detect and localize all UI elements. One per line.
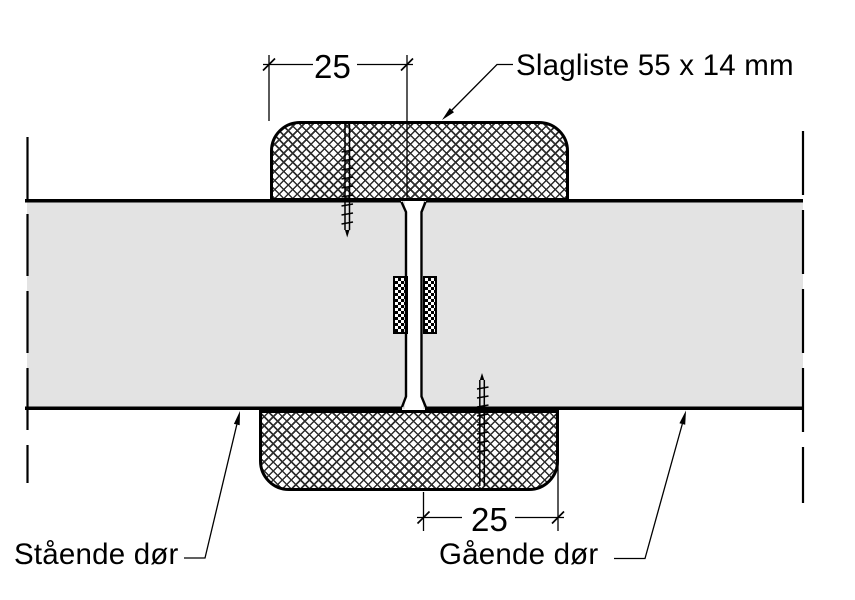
dimension-value-top: 25: [314, 48, 352, 85]
leader-slagliste: [442, 63, 513, 120]
leader-active-door: [614, 410, 686, 560]
slagliste-strip-bottom: [259, 410, 559, 491]
standing-door-leaf: [27, 200, 405, 409]
dimension-tick: [400, 57, 414, 72]
dimension-tick: [551, 510, 565, 525]
leader-standing-door: [184, 411, 240, 559]
standing-door-label: Stående dør: [14, 538, 179, 571]
leader-arrowhead: [442, 108, 454, 120]
slagliste-strip-top: [270, 121, 569, 201]
slagliste-label: Slagliste 55 x 14 mm: [516, 49, 794, 82]
active-door-label: Gående dør: [439, 538, 599, 571]
leader-arrowhead: [679, 410, 686, 425]
dimension-tick: [416, 510, 431, 525]
edge-seal-right: [422, 276, 437, 334]
dimension-tick: [262, 57, 276, 72]
leader-arrowhead: [233, 411, 240, 426]
edge-seal-left: [393, 276, 408, 334]
active-door-leaf: [423, 200, 803, 409]
dimension-value-bottom: 25: [471, 501, 509, 538]
